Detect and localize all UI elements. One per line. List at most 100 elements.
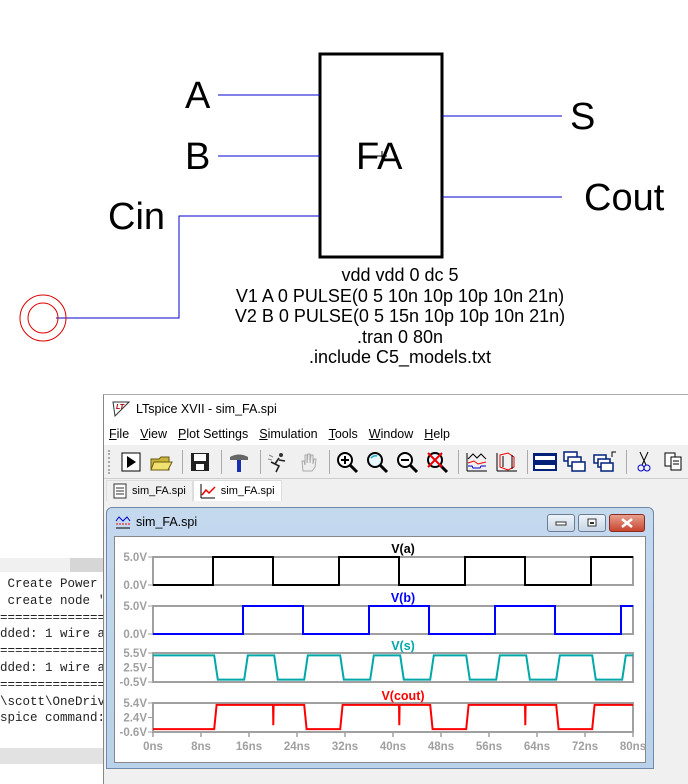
block-label: FA [356,136,403,178]
console-header [0,558,104,572]
trace-va[interactable] [153,556,633,586]
port-label-b: B [185,136,211,178]
halt-icon[interactable] [265,449,291,475]
y-tick-label: 5.5V [123,648,147,660]
x-tick-label: 0ns [143,741,163,753]
spice-error-log-window[interactable]: Create Power E create node 'E ==========… [0,558,104,774]
close-button[interactable] [609,514,645,532]
directive-line: .tran 0 80n [356,326,444,347]
zoom-out-icon[interactable] [394,449,420,475]
tab-label: sim_FA.spi [132,485,186,497]
y-tick-label: 5.0V [123,552,147,564]
menu-plot-settings[interactable]: Plot Settings [178,427,249,441]
plot-window-titlebar[interactable]: sim_FA.spi [107,508,653,536]
control-panel-icon[interactable] [226,449,252,475]
zoom-fit-icon[interactable] [364,449,390,475]
waveform-window[interactable]: sim_FA.spi 5.0V 0.0V V(a) 5.0V 0.0V V(b) 5.5V 2… [106,507,654,769]
toolbar [104,445,688,479]
console-text: Create Power E create node 'E ==========… [0,577,104,726]
trace-label[interactable]: V(a) [391,542,415,556]
menu-file[interactable]: File [109,427,130,441]
port-label-cout: Cout [584,177,665,219]
schematic-canvas[interactable]: A B Cin S Cout FA vdd vdd 0 dc 5 V1 A 0 … [0,0,688,390]
window-title: LTspice XVII - sim_FA.spi [136,402,277,416]
y-tick-label: 5.0V [123,601,147,613]
trace-vs[interactable] [153,654,633,681]
menu-help[interactable]: Help [424,427,450,441]
cascade-icon[interactable] [562,449,588,475]
pane-frame [152,652,634,683]
x-tick-label: 48ns [428,741,454,753]
trace-vb[interactable] [153,605,633,635]
y-tick-label: 0.0V [123,580,147,592]
port-label-cin: Cin [108,196,166,238]
cut-icon[interactable] [631,449,657,475]
menu-view[interactable]: View [140,427,168,441]
spice-directives[interactable]: vdd vdd 0 dc 5 V1 A 0 PULSE(0 5 10n 10p … [200,265,600,368]
toolbar-grip[interactable] [108,449,112,474]
delete-trace-icon[interactable] [493,449,519,475]
plot-area[interactable]: 5.0V 0.0V V(a) 5.0V 0.0V V(b) 5.5V 2.5V -0.5V V(s… [114,536,646,763]
tab-label: sim_FA.spi [220,485,275,497]
trace-label[interactable]: V(s) [391,639,415,653]
menu-window[interactable]: Window [368,427,414,441]
probe-inner-icon [27,302,59,334]
y-tick-label: 0.0V [123,629,147,641]
ltspice-logo-icon: LT [112,401,130,417]
directive-line: V2 B 0 PULSE(0 5 15n 10p 10p 10n 21n) [234,306,566,327]
plot-window-title: sim_FA.spi [136,515,198,529]
ltspice-main-window[interactable]: LT LTspice XVII - sim_FA.spi File View P… [103,394,688,784]
x-tick-label: 64ns [524,741,550,753]
probe-outer-icon [19,294,67,342]
console-horizontal-scrollbar[interactable] [0,748,104,764]
port-label-s: S [570,96,596,138]
restore-button[interactable] [578,514,606,532]
x-tick-label: 32ns [332,741,358,753]
tile-horizontal-icon[interactable] [532,449,558,475]
directive-line: V1 A 0 PULSE(0 5 10n 10p 10p 10n 21n) [235,285,565,306]
open-icon[interactable] [148,449,174,475]
y-tick-label: 2.4V [123,713,147,725]
tile-vertical-icon[interactable] [592,449,618,475]
netlist-icon [113,483,127,499]
directive-line: vdd vdd 0 dc 5 [341,265,459,285]
save-icon[interactable] [187,449,213,475]
x-tick-label: 56ns [476,741,502,753]
directive-line: .include C5_models.txt [308,347,492,368]
menu-bar: File View Plot Settings Simulation Tools… [104,423,688,445]
run-icon[interactable] [118,449,144,475]
waveform-window-icon [115,516,131,529]
close-icon [621,518,633,528]
svg-text:LT: LT [116,404,125,411]
port-label-a: A [185,75,211,117]
trace-label[interactable]: V(cout) [381,689,424,703]
tab-waveform[interactable]: sim_FA.spi [192,480,282,501]
pan-icon[interactable] [295,449,321,475]
zoom-in-icon[interactable] [334,449,360,475]
trace-label[interactable]: V(b) [391,591,415,605]
title-bar[interactable]: LT LTspice XVII - sim_FA.spi [104,395,688,423]
x-tick-label: 80ns [620,741,646,753]
trace-vcout[interactable] [153,703,633,731]
y-tick-label: 5.4V [123,698,147,710]
waveform-icon [200,484,216,499]
pane-frame [152,556,634,586]
pane-frame [152,605,634,635]
x-tick-label: 72ns [572,741,598,753]
menu-tools[interactable]: Tools [328,427,358,441]
schematic-drawing [19,52,562,342]
y-tick-label: -0.6V [120,727,148,739]
y-tick-label: 2.5V [123,663,147,675]
copy-icon[interactable] [661,449,687,475]
tab-netlist[interactable]: sim_FA.spi [106,480,193,501]
x-tick-label: 24ns [284,741,310,753]
zoom-cancel-icon[interactable] [424,449,450,475]
y-tick-label: -0.5V [120,677,148,689]
x-tick-label: 16ns [236,741,262,753]
menu-simulation[interactable]: Simulation [259,427,318,441]
minimize-button[interactable] [547,514,575,532]
autorange-icon[interactable] [463,449,489,475]
waveform-chart[interactable]: 5.0V 0.0V V(a) 5.0V 0.0V V(b) 5.5V 2.5V -0.5V V(s… [115,537,647,764]
x-tick-label: 40ns [380,741,406,753]
wire-cin[interactable] [56,215,320,319]
